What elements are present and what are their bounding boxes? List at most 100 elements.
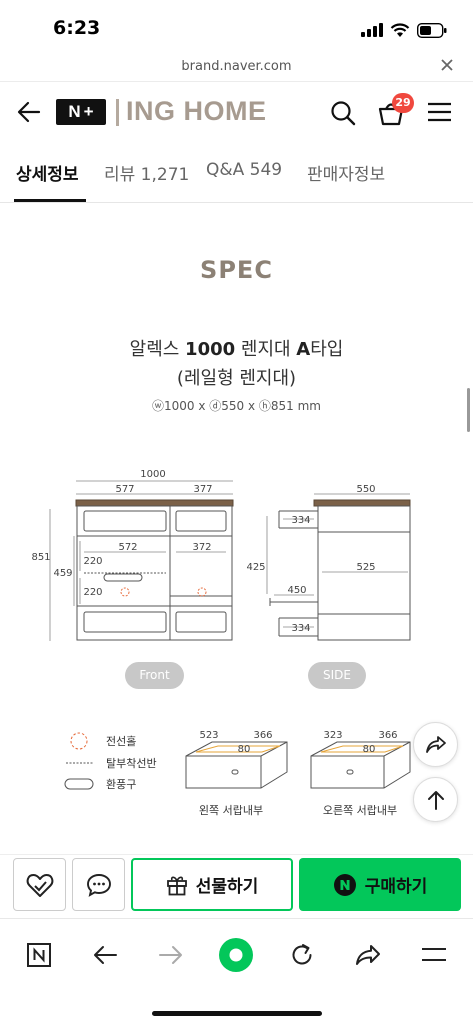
url-text[interactable]: brand.naver.com bbox=[181, 59, 292, 74]
front-total-width: 1000 bbox=[140, 469, 165, 480]
legend-removable-shelf: 탈부착선반 bbox=[106, 757, 157, 770]
front-shelf-1: 220 bbox=[83, 556, 102, 567]
front-height-total: 851 bbox=[31, 552, 50, 563]
left-drawer-caption: 왼쪽 서랍내부 bbox=[199, 803, 263, 817]
wishlist-button[interactable] bbox=[13, 858, 66, 911]
side-view-drawing bbox=[266, 493, 411, 641]
status-time: 6:23 bbox=[53, 17, 101, 39]
share-icon bbox=[425, 735, 446, 753]
product-name-part: 알렉스 bbox=[129, 339, 186, 360]
spec-diagram: 1000 577 377 572 372 851 459 220 220 bbox=[31, 469, 411, 817]
scroll-indicator[interactable] bbox=[467, 388, 470, 432]
product-name-width: 1000 bbox=[185, 339, 236, 360]
logo-divider bbox=[116, 99, 119, 126]
scroll-to-top-button[interactable] bbox=[413, 777, 458, 822]
right-drawer-drawing bbox=[310, 741, 411, 789]
browser-back-button[interactable] bbox=[87, 937, 123, 973]
store-header: N + ING HOME bbox=[0, 82, 473, 142]
naver-square-icon bbox=[27, 943, 51, 967]
share-button[interactable] bbox=[413, 722, 458, 767]
gift-button[interactable]: 선물하기 bbox=[131, 858, 293, 911]
arrow-left-icon bbox=[94, 946, 117, 964]
hamburger-menu-icon[interactable] bbox=[427, 102, 452, 122]
share-page-button[interactable] bbox=[350, 937, 386, 973]
right-drawer-h: 80 bbox=[363, 744, 376, 755]
heart-check-icon bbox=[26, 873, 53, 897]
front-inner-left: 572 bbox=[118, 542, 137, 553]
gift-icon bbox=[166, 876, 187, 895]
buy-button-label: 구매하기 bbox=[364, 877, 428, 897]
close-icon[interactable] bbox=[439, 57, 455, 73]
browser-url-bar: brand.naver.com bbox=[0, 52, 473, 82]
status-bar: 6:23 bbox=[0, 0, 473, 52]
side-top-drawer: 334 bbox=[291, 515, 310, 526]
chat-bubble-icon bbox=[86, 873, 111, 897]
right-drawer-w1: 323 bbox=[323, 730, 342, 741]
tab-qna[interactable]: Q&A 549 bbox=[206, 160, 283, 180]
legend-vent: 환풍구 bbox=[106, 778, 136, 791]
product-tabs: 상세정보 리뷰 1,271 Q&A 549 판매자정보 bbox=[0, 143, 473, 203]
browser-bottom-bar bbox=[0, 918, 473, 1024]
legend-wire-hole: 전선홀 bbox=[106, 735, 136, 748]
back-arrow-icon[interactable] bbox=[17, 101, 41, 123]
purchase-action-bar: 선물하기 구매하기 bbox=[0, 854, 473, 916]
product-name-part: 타입 bbox=[310, 339, 344, 360]
tab-seller-info[interactable]: 판매자정보 bbox=[307, 165, 386, 185]
wire-hole-icon bbox=[70, 732, 88, 750]
wifi-icon bbox=[390, 22, 410, 37]
logo-letter-plus: + bbox=[83, 102, 94, 121]
browser-menu-button[interactable] bbox=[416, 937, 452, 973]
naver-home-button[interactable] bbox=[21, 937, 57, 973]
left-drawer-drawing bbox=[185, 741, 288, 789]
side-depth: 550 bbox=[356, 484, 375, 495]
arrow-up-icon bbox=[427, 790, 444, 810]
brand-logo[interactable]: ING HOME bbox=[126, 96, 267, 126]
tab-detail[interactable]: 상세정보 bbox=[16, 165, 79, 185]
product-subtitle: (레일형 렌지대) bbox=[176, 368, 297, 389]
green-dot-icon bbox=[219, 938, 253, 972]
naver-n-icon bbox=[333, 873, 356, 896]
side-rail-depth: 525 bbox=[356, 562, 375, 573]
share-arrow-icon bbox=[356, 945, 380, 965]
front-right-width: 377 bbox=[193, 484, 212, 495]
refresh-icon bbox=[292, 944, 312, 965]
buy-button[interactable]: 구매하기 bbox=[299, 858, 461, 911]
search-icon[interactable] bbox=[330, 100, 356, 126]
front-view-label: Front bbox=[125, 662, 184, 689]
cart-count-badge: 29 bbox=[392, 93, 414, 113]
product-name-part: 렌지대 bbox=[235, 339, 297, 360]
left-drawer-w2: 366 bbox=[253, 730, 272, 741]
front-left-width: 577 bbox=[115, 484, 134, 495]
side-view-label: SIDE bbox=[308, 662, 366, 689]
logo-letter-n: N bbox=[68, 102, 81, 121]
spec-title: SPEC bbox=[200, 256, 273, 284]
naver-plus-logo[interactable]: N + bbox=[56, 99, 106, 125]
home-indicator[interactable] bbox=[152, 1011, 322, 1016]
side-pullout: 450 bbox=[287, 585, 306, 596]
front-height-sub: 459 bbox=[53, 568, 72, 579]
talk-button[interactable] bbox=[72, 858, 125, 911]
side-bottom-drawer: 334 bbox=[291, 623, 310, 634]
browser-forward-button[interactable] bbox=[153, 937, 189, 973]
cellular-signal-icon bbox=[361, 23, 383, 37]
side-rail-height: 425 bbox=[246, 562, 265, 573]
right-drawer-caption: 오른쪽 서랍내부 bbox=[323, 804, 397, 817]
status-icons bbox=[361, 20, 447, 40]
right-drawer-w2: 366 bbox=[378, 730, 397, 741]
gift-button-label: 선물하기 bbox=[195, 877, 259, 897]
green-dot-button[interactable] bbox=[218, 937, 254, 973]
spec-section: SPEC 알렉스 1000 렌지대 A타입 (레일형 렌지대) ⓦ1000 x … bbox=[0, 204, 473, 854]
front-inner-right: 372 bbox=[192, 542, 211, 553]
vent-icon bbox=[64, 778, 94, 790]
front-view-drawing bbox=[49, 480, 234, 641]
product-name: 알렉스 1000 렌지대 A타입 bbox=[0, 335, 473, 361]
product-dimensions: ⓦ1000 x ⓓ550 x ⓗ851 mm bbox=[151, 399, 321, 413]
refresh-button[interactable] bbox=[284, 937, 320, 973]
left-drawer-w1: 523 bbox=[199, 730, 218, 741]
battery-icon bbox=[417, 22, 447, 38]
hamburger-icon bbox=[422, 948, 446, 961]
left-drawer-h: 80 bbox=[238, 744, 251, 755]
arrow-right-icon bbox=[159, 946, 182, 964]
tab-reviews[interactable]: 리뷰 1,271 bbox=[104, 165, 190, 185]
product-name-type: A bbox=[296, 339, 311, 360]
